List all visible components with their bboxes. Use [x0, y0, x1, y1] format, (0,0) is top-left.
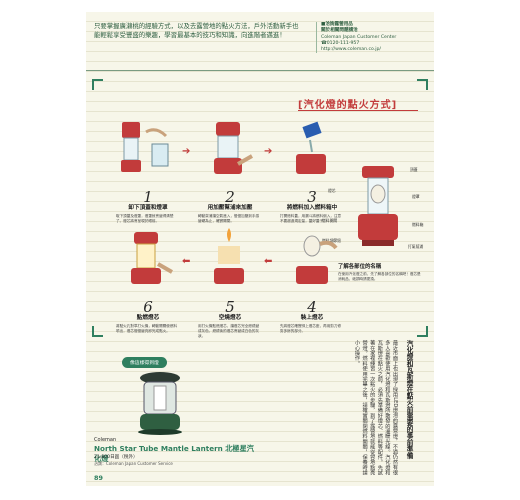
step-2: 2 用加壓幫浦來加壓 轉動幫浦讓空氣進入，慢慢加壓到手感變硬為止，確實關閉。: [198, 114, 262, 224]
product-price: 21,800日圓（稅外）: [94, 455, 138, 460]
step-desc: 轉動幫浦讓空氣進入，慢慢加壓到手感變硬為止，確實關閉。: [198, 214, 260, 223]
step-3: 3 將燃料加入燃料箱中 打開燃料蓋，用漏斗將燃料倒入，注意不要超過規定量，蓋好蓋…: [280, 114, 344, 224]
lantern-illustration: [296, 235, 338, 284]
product-badge: 像這樣得到燈: [122, 357, 167, 368]
lantern-illustration: [131, 232, 173, 284]
contact-url[interactable]: http://www.coleman.co.jp/: [321, 47, 381, 53]
part-label: 燈芯: [328, 188, 336, 193]
frame-corner: [92, 326, 103, 337]
part-label: 燃料開關: [322, 218, 338, 223]
frame-corner: [92, 79, 103, 90]
product-contact: 洽詢：Coleman Japan Customer Service: [94, 461, 173, 466]
frame-corner: [417, 79, 428, 90]
contact-org2: 關於相關問題請洽: [321, 28, 358, 34]
step-number: 6: [143, 298, 153, 316]
step-title: 卸下頂蓋和燈罩: [128, 205, 168, 211]
step-1: 1 卸下頂蓋和燈罩 取下頂蓋及燈罩，燈罩就會變得清楚了。燈芯將會呈現於眼前。: [116, 114, 180, 224]
contact-name: Coleman Japan Customer Center: [321, 34, 397, 40]
arrow-left-icon: ⬅: [264, 256, 273, 267]
magazine-page: 只要掌握廣瀨桃的經驗方式，以及去露營地的點火方法，戶外活動新手也能輕鬆享受豐盛的…: [86, 12, 434, 486]
product-lantern-image: [138, 372, 182, 435]
step-title: 裝上燈芯: [300, 315, 324, 321]
step-4: 4 裝上燈芯 先將燈芯確實綁上燈芯座，再用剪刀修剪多餘的部分。: [280, 224, 344, 334]
arrow-right-icon: ➔: [264, 146, 273, 157]
part-label: 燈罩: [412, 194, 420, 199]
title-underline: [298, 110, 418, 111]
diagram-title: 了解各部位的名稱: [338, 264, 382, 270]
step-number: 4: [307, 298, 317, 316]
intro-text: 只要掌握廣瀨桃的經驗方式，以及去露營地的點火方法，戶外活動新手也能輕鬆享受豐盛的…: [94, 22, 299, 39]
step-desc: 將點火孔對準打火機，轉動開關使燃料噴出，燈芯慢慢變亮即完成點火。: [116, 324, 178, 333]
step-title: 點燃燈芯: [136, 315, 160, 321]
step-desc: 用打火機點燃燈芯，讓燈芯完全燃燒變成灰色，燃燒後的燈芯會變成白色的灰狀。: [198, 324, 260, 338]
product-brand: Coleman: [94, 437, 117, 443]
column-heading: 汽化燈和瓦斯燈在點火前需要的事前準備: [405, 340, 413, 459]
column-body: 最近市面上也出現了採用LED燈泡的露營燈，不過仍然有很多人喜歡使用汽化燈和瓦斯燈…: [354, 340, 398, 476]
step-6: 6 點燃燈芯 將點火孔對準打火機，轉動開關使燃料噴出，燈芯慢慢變亮即完成點火。: [116, 224, 180, 334]
step-number: 5: [225, 298, 235, 316]
step-number: 2: [225, 188, 235, 206]
step-title: 用加壓幫浦來加壓: [207, 205, 253, 211]
step-desc: 打開燃料蓋，用漏斗將燃料倒入，注意不要超過規定量，蓋好蓋子。: [280, 214, 342, 223]
contact-box: ■洽詢露營用品 關於相關問題請洽 Coleman Japan Customer …: [316, 22, 429, 54]
section-title: [汽化燈的點火方式]: [298, 100, 398, 111]
part-label: 燃料調節鈕: [322, 238, 341, 243]
diagram-desc: 在使用汽化燈之前，先了解各部位的名稱吧！燈芯是消耗品，破損時請更換。: [338, 272, 421, 281]
step-5: 5 空燒燈芯 用打火機點燃燈芯，讓燈芯完全燃燒變成灰色，燃燒後的燈芯會變成白色的…: [198, 224, 262, 339]
product-name: North Star Tube Mantle Lantern 北極星汽化燈: [94, 444, 254, 463]
page-number: 89: [94, 474, 103, 482]
step-title: 將燃料加入燃料箱中: [286, 205, 338, 211]
part-label: 頂蓋: [410, 167, 418, 172]
step-title: 空燒燈芯: [218, 315, 242, 321]
part-label: 燃料箱: [412, 222, 424, 227]
arrow-left-icon: ⬅: [182, 256, 191, 267]
step-number: 3: [307, 188, 317, 206]
step-desc: 取下頂蓋及燈罩，燈罩就會變得清楚了。燈芯將會呈現於眼前。: [116, 214, 174, 223]
step-desc: 先將燈芯確實綁上燈芯座，再用剪刀修剪多餘的部分。: [280, 324, 342, 333]
contact-phone: ☎0120-111-957: [321, 40, 360, 46]
top-divider: [86, 70, 434, 71]
lantern-diagram: [358, 166, 398, 246]
lantern-illustration: [214, 122, 253, 174]
step-number: 1: [143, 188, 153, 206]
contact-org: ■洽詢露營用品: [321, 22, 353, 27]
lantern-illustration: [296, 121, 326, 174]
lantern-illustration: [121, 122, 169, 172]
lantern-illustration: [214, 228, 244, 284]
frame-corner: [417, 326, 428, 337]
part-label: 打氣幫浦: [408, 244, 424, 249]
arrow-right-icon: ➔: [182, 146, 191, 157]
